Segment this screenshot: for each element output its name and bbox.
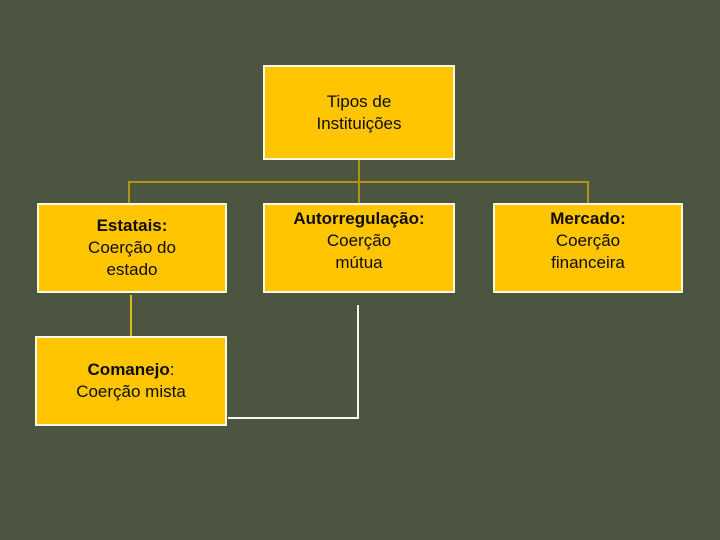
node-line: Coerção [555, 231, 621, 250]
node-autorregulacao: Autorregulação: Coerção mútua [263, 203, 455, 293]
node-line: Instituições [316, 113, 402, 133]
node-line: Coerção [326, 231, 392, 250]
connector-autorregulacao-to-comanejo-horizontal-line [228, 417, 359, 419]
node-title: Autorregulação: [293, 209, 425, 228]
connector-autorregulacao-to-comanejo-vertical-line [357, 305, 359, 419]
node-line: financeira [551, 253, 625, 272]
connector-top-vertical-line [358, 159, 360, 183]
node-mercado: Mercado: Coerção financeira [493, 203, 683, 293]
node-estatais: Estatais: Coerção do estado [37, 203, 227, 293]
connector-drop-to-mercado-line [587, 181, 589, 203]
node-title: Estatais: [96, 216, 168, 235]
connector-drop-to-estatais-line [128, 181, 130, 203]
node-comanejo: Comanejo: Coerção mista [35, 336, 227, 426]
node-line: estado [106, 260, 158, 279]
node-title: Comanejo: [87, 360, 175, 379]
node-tipos-de-instituicoes: Tipos de Instituições [263, 65, 455, 160]
node-line: Coerção do [88, 238, 176, 257]
node-line: Coerção mista [76, 382, 186, 401]
node-line: mútua [335, 253, 383, 272]
node-title: Mercado: [550, 209, 626, 228]
node-line: Tipos de [326, 91, 392, 111]
connector-estatais-to-comanejo-line [130, 295, 132, 336]
connector-drop-to-autorregulacao-line [358, 181, 360, 203]
